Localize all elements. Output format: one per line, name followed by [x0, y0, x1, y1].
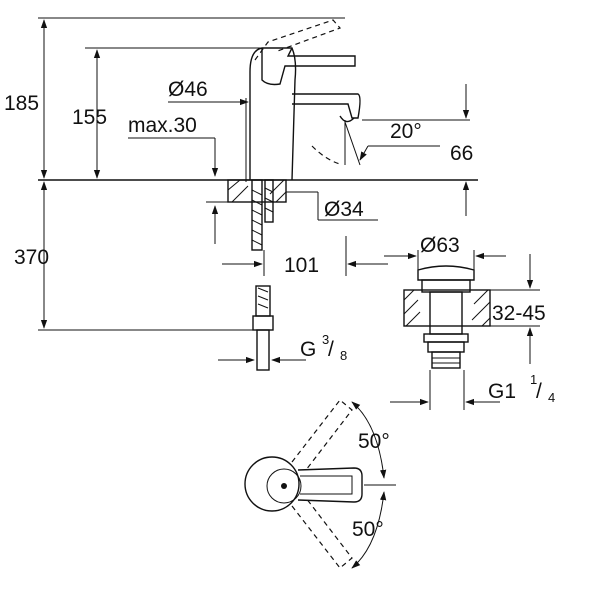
dim-lever-angle-down-label: 50° [352, 518, 384, 541]
dim-thread-waste-label: G1 [488, 380, 516, 403]
dim-thread-supply-denominator: 8 [340, 348, 347, 363]
dim-deck-max30: max.30 [128, 114, 228, 244]
dim-thread-waste-numerator: 1 [530, 372, 537, 387]
dim-outlet-label: 66 [450, 142, 473, 165]
dim-lever-angle-down: 50° [351, 491, 387, 569]
dim-spout-angle: 20° [359, 120, 440, 161]
waste-valve [403, 265, 491, 369]
dim-waste-diameter-label: Ø63 [420, 234, 460, 257]
dim-thread-supply-label: G [300, 338, 316, 361]
dim-thread-supply: G 3 / 8 [218, 332, 347, 364]
dim-supply-370: 370 [14, 181, 256, 331]
plan-view [244, 399, 396, 569]
dim-projection-label: 101 [284, 254, 319, 277]
dim-spout-angle-label: 20° [390, 120, 422, 143]
svg-text:/: / [536, 380, 542, 403]
dim-hole-diameter: Ø34 [286, 191, 378, 221]
dim-projection-101: 101 [222, 236, 388, 277]
dim-thread-waste: G1 1 / 4 [390, 370, 555, 410]
dim-body-diameter: Ø46 [168, 78, 249, 182]
dim-basin-thickness-label: 32-45 [492, 302, 546, 325]
dim-body-diameter-label: Ø46 [168, 78, 208, 101]
dim-height-185: 185 [4, 19, 48, 179]
dim-waste-diameter: Ø63 [384, 234, 506, 270]
dim-thread-supply-numerator: 3 [322, 332, 329, 347]
dim-hole-diameter-label: Ø34 [324, 198, 364, 221]
dim-thread-waste-denominator: 4 [548, 390, 555, 405]
dim-lever-angle-up-label: 50° [358, 430, 390, 453]
front-elevation [38, 17, 478, 371]
dim-height-155: 155 [72, 49, 107, 179]
dim-height-155-label: 155 [72, 106, 107, 129]
dim-lever-angle-up: 50° [351, 401, 390, 479]
dim-deck-label: max.30 [128, 114, 197, 137]
dim-supply-label: 370 [14, 246, 49, 269]
dim-outlet-66: 66 [362, 84, 473, 216]
svg-text:/: / [328, 338, 334, 361]
dim-height-185-label: 185 [4, 92, 39, 115]
dim-basin-thickness: 32-45 [490, 254, 546, 364]
